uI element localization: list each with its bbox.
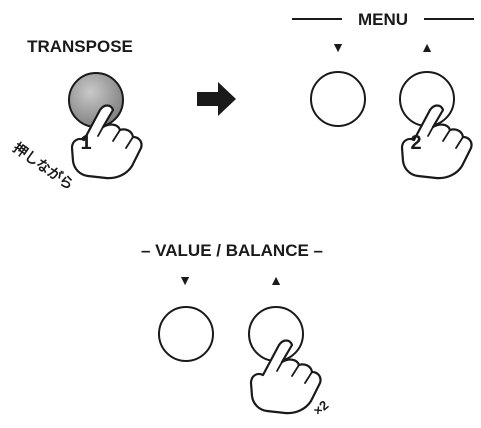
value-balance-label: – VALUE / BALANCE – bbox=[141, 241, 323, 260]
pointing-hand-icon bbox=[249, 339, 322, 415]
value-down-button[interactable] bbox=[158, 306, 214, 362]
value-up-arrow-icon: ▲ bbox=[269, 272, 283, 288]
arrow-right-icon bbox=[197, 82, 236, 116]
step-2-number: 2 bbox=[410, 132, 421, 154]
menu-label: MENU bbox=[358, 10, 408, 29]
value-down-arrow-icon: ▼ bbox=[178, 272, 192, 288]
step-1-number: 1 bbox=[80, 132, 91, 154]
hold-while-label: 押しながら bbox=[10, 139, 77, 193]
pointing-hand-icon bbox=[400, 104, 473, 180]
menu-up-arrow-icon: ▲ bbox=[420, 39, 434, 55]
menu-down-button[interactable] bbox=[310, 71, 366, 127]
pointing-hand-icon bbox=[70, 104, 143, 180]
transpose-label: TRANSPOSE bbox=[27, 37, 133, 56]
menu-down-arrow-icon: ▼ bbox=[331, 39, 345, 55]
press-twice-label: ×2 bbox=[310, 397, 331, 418]
